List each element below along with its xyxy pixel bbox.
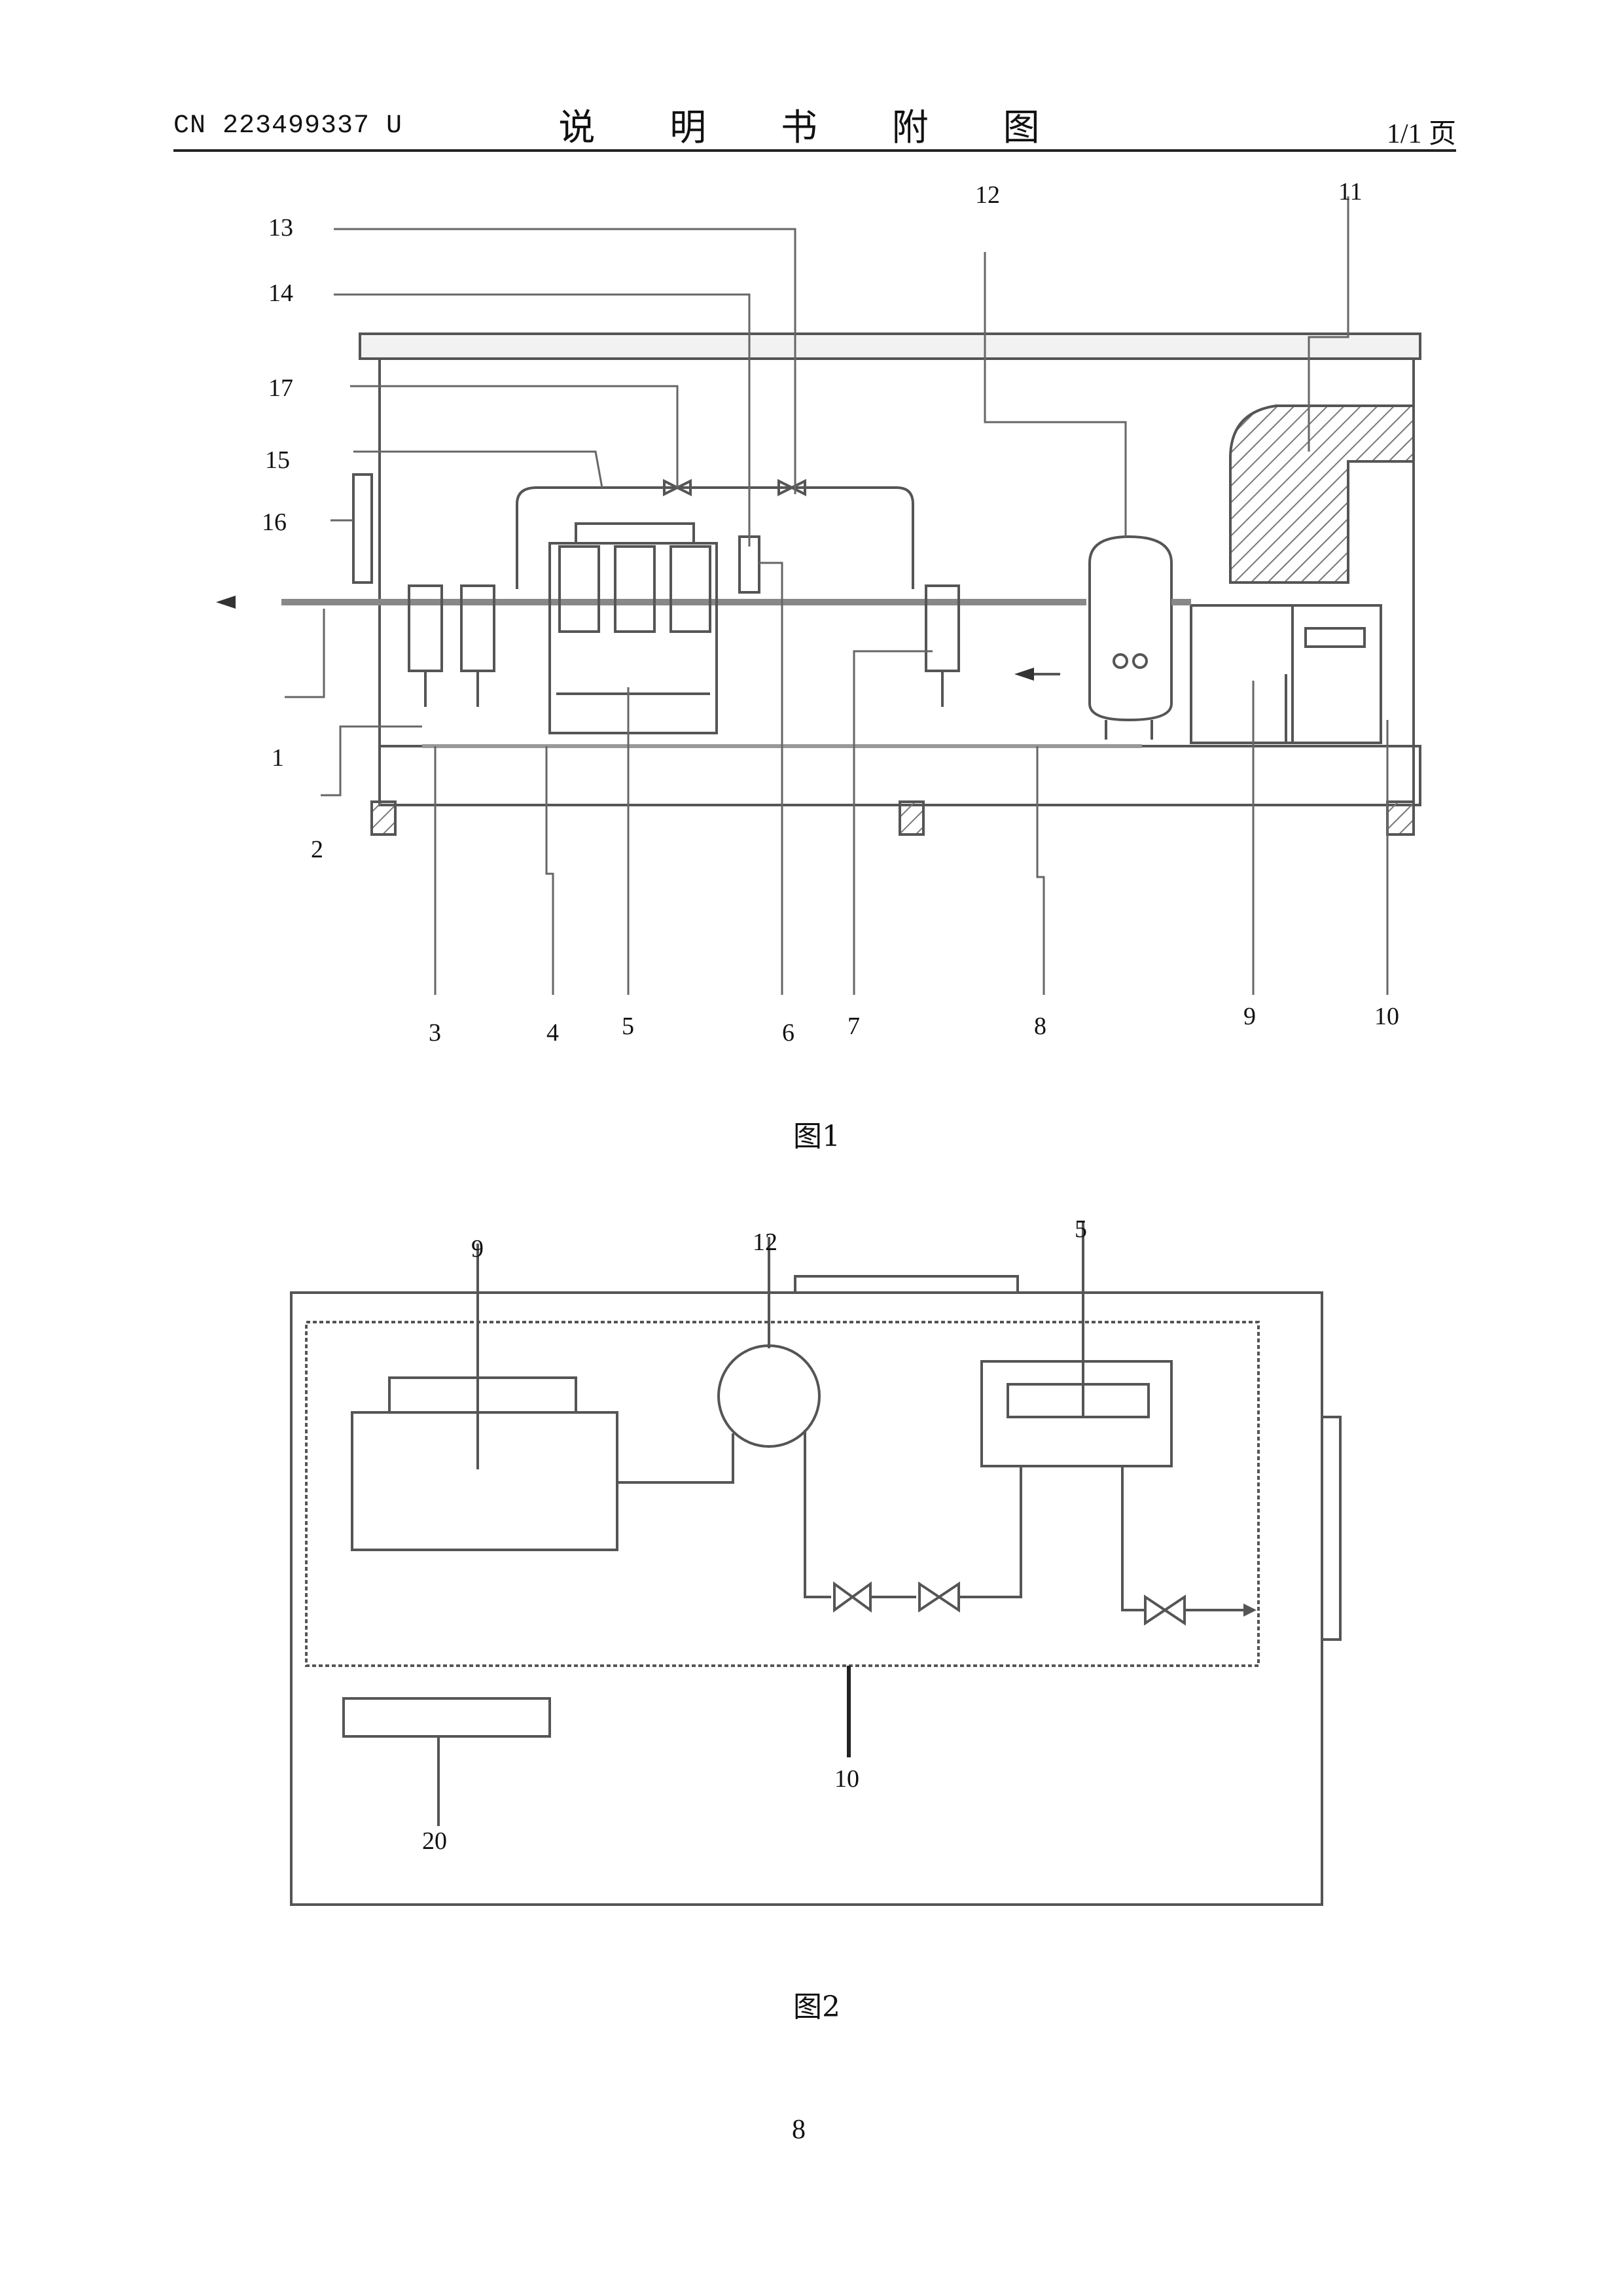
filter-c	[926, 586, 959, 671]
exhaust-duct	[1230, 406, 1414, 583]
ceiling-slab	[360, 334, 1420, 359]
label-17: 17	[268, 374, 293, 402]
label-1: 1	[272, 744, 284, 772]
page-number: 8	[792, 2114, 806, 2145]
dryer-block	[982, 1361, 1171, 1466]
outer-enclosure	[291, 1293, 1322, 1905]
fig2-label-20: 20	[422, 1827, 447, 1855]
valve-b	[919, 1584, 959, 1610]
label-13: 13	[268, 214, 293, 242]
figure-1-labels: 13 14 17 15 16 12 11 1 2 3 4 5 6 7 8 9 1…	[262, 178, 1399, 1047]
valve-a	[834, 1584, 870, 1610]
fig2-label-10: 10	[834, 1765, 859, 1793]
label-16: 16	[262, 509, 287, 536]
air-compressor	[1191, 605, 1293, 743]
label-3: 3	[429, 1019, 441, 1047]
label-5: 5	[622, 1013, 634, 1040]
label-15: 15	[265, 446, 290, 474]
compressor-block	[352, 1412, 617, 1550]
filter-b	[461, 586, 494, 671]
fig2-label-5: 5	[1075, 1215, 1087, 1243]
label-8: 8	[1034, 1013, 1046, 1040]
filter-a	[409, 586, 442, 671]
label-14: 14	[268, 279, 293, 307]
label-11: 11	[1338, 178, 1363, 206]
label-6: 6	[782, 1019, 794, 1047]
label-7: 7	[847, 1013, 860, 1040]
fig2-label-9: 9	[471, 1235, 484, 1263]
label-2: 2	[311, 836, 323, 863]
figure-2-caption: 图2	[793, 1983, 840, 2025]
floor-platform	[380, 746, 1420, 805]
figure-2	[291, 1221, 1340, 1905]
air-tank	[1090, 537, 1171, 720]
inner-frame	[306, 1322, 1258, 1666]
panel-16	[353, 475, 372, 583]
label-9: 9	[1243, 1003, 1256, 1030]
label-10: 10	[1374, 1003, 1399, 1030]
dryer-unit	[550, 543, 717, 733]
figure-2-labels: 9 12 5 10 20	[422, 1215, 1087, 1855]
label-4: 4	[546, 1019, 559, 1047]
label-12: 12	[975, 181, 1000, 209]
figure-1	[216, 196, 1420, 995]
valve-c	[1145, 1597, 1185, 1623]
figure-1-caption: 图1	[793, 1113, 840, 1155]
control-cabinet	[1293, 605, 1381, 743]
fig2-label-12: 12	[753, 1229, 777, 1256]
panel-20	[344, 1698, 550, 1736]
